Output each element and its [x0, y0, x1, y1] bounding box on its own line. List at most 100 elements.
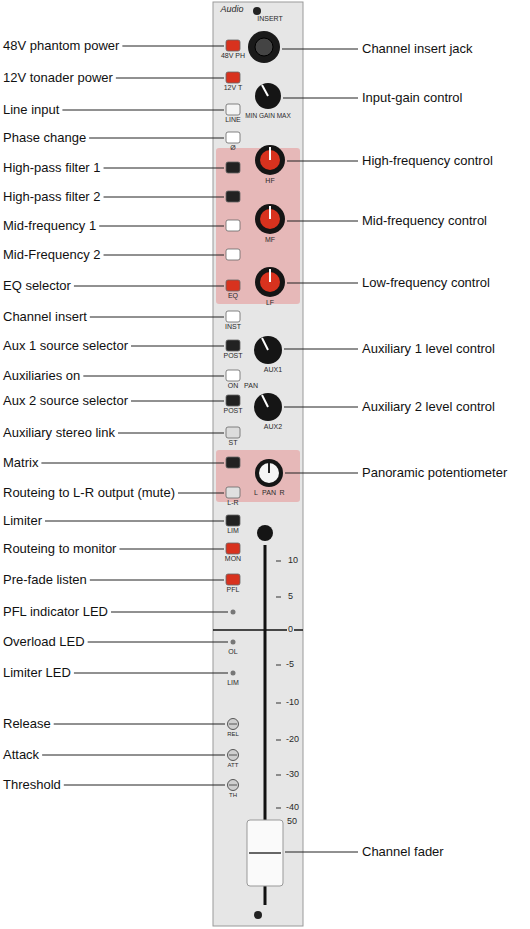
panel-marking: PAN	[262, 489, 276, 497]
leader-line	[287, 221, 358, 222]
eq-section	[216, 148, 300, 304]
panel-marking: MF	[265, 236, 275, 244]
panel-marking: LIM	[227, 527, 239, 535]
panel-marking: HF	[265, 177, 274, 185]
callout-label: Auxiliary stereo link	[3, 426, 115, 440]
panel-marking: R	[279, 489, 284, 497]
pan-section	[216, 450, 300, 502]
panel-marking: Audio	[220, 5, 243, 15]
fader	[247, 525, 283, 905]
callout-label: High-pass filter 2	[3, 190, 101, 204]
callout-label: Pre-fade listen	[3, 573, 87, 587]
callout-label: Routeing to monitor	[3, 542, 116, 556]
leader-line	[54, 724, 225, 725]
callout-label: Channel insert jack	[362, 42, 473, 56]
leader-line	[89, 138, 224, 139]
leader-line	[104, 255, 224, 256]
gain-knob	[255, 83, 281, 109]
leader-line	[41, 463, 224, 464]
leader-line	[90, 580, 224, 581]
aux-knobs	[254, 336, 282, 421]
callout-label: Channel fader	[362, 845, 444, 859]
panel-marking: ON	[228, 382, 239, 390]
leader-line	[104, 197, 224, 198]
insert-jack-hole	[255, 38, 273, 56]
panel-marking: AUX1	[264, 366, 282, 374]
callout-label: Aux 1 source selector	[3, 339, 128, 353]
scale-number: 5	[287, 592, 294, 602]
pan-knob	[255, 459, 283, 487]
callout-label: Limiter	[3, 514, 42, 528]
leader-line	[116, 78, 224, 79]
callout-label: PFL indicator LED	[3, 605, 108, 619]
callout-label: 48V phantom power	[3, 39, 119, 53]
panel-marking: LIM	[227, 679, 239, 687]
callout-label: Routeing to L-R output (mute)	[3, 486, 175, 500]
eq-knobs	[255, 145, 285, 297]
callout-label: Release	[3, 717, 51, 731]
strip-panel	[213, 2, 303, 926]
callout-label: Line input	[3, 103, 59, 117]
panel-marking: ATT	[228, 762, 239, 769]
panel-marking: LF	[266, 299, 274, 307]
callout-label: High-pass filter 1	[3, 161, 101, 175]
panel-marking: AUX2	[264, 423, 282, 431]
panel-marking: Ø	[230, 144, 235, 152]
leader-line	[90, 317, 224, 318]
leader-line	[74, 286, 224, 287]
leader-line	[284, 407, 358, 408]
callout-label: Phase change	[3, 131, 86, 145]
panel-marking: 48V PH	[221, 52, 245, 60]
scale-number: -30	[285, 770, 300, 780]
callout-label: EQ selector	[3, 279, 71, 293]
scale-number: 10	[287, 556, 299, 566]
panel-marking: INSERT	[257, 15, 283, 23]
leader-line	[42, 755, 225, 756]
leader-line	[64, 785, 225, 786]
leader-line	[99, 226, 224, 227]
leader-line	[178, 493, 224, 494]
callout-label: Low-frequency control	[362, 276, 490, 290]
panel-marking: PAN	[244, 382, 258, 390]
scale-number: -10	[285, 698, 300, 708]
leader-line	[111, 612, 228, 613]
panel-marking: REL	[227, 731, 239, 738]
callout-label: Mid-frequency control	[362, 214, 487, 228]
leader-line	[285, 473, 358, 474]
leader-line	[45, 521, 224, 522]
scale-number: 50	[286, 817, 298, 827]
insert-jack	[248, 31, 280, 63]
leader-line	[284, 349, 358, 350]
callout-label: Mid-frequency 1	[3, 219, 96, 233]
callout-label: Auxiliaries on	[3, 369, 80, 383]
callout-label: Auxiliary 2 level control	[362, 400, 495, 414]
panel-marking: L	[254, 489, 258, 497]
leader-line	[62, 110, 224, 111]
panel-marking: TH	[229, 792, 237, 799]
scale-number: 0	[287, 625, 294, 635]
trim-pots	[228, 719, 239, 791]
panel-marking: MIN GAIN MAX	[245, 112, 291, 119]
leader-line	[88, 642, 228, 643]
callout-label: Input-gain control	[362, 91, 462, 105]
callout-label: Panoramic potentiometer	[362, 466, 507, 480]
panel-marking: LINE	[225, 116, 241, 124]
screw	[254, 911, 262, 919]
screw	[253, 7, 261, 15]
panel-marking: 12V T	[224, 84, 243, 92]
scale-number: -5	[285, 660, 295, 670]
panel-marking: POST	[223, 407, 242, 415]
leader-line	[74, 673, 228, 674]
callout-label: Channel insert	[3, 310, 87, 324]
leader-line	[118, 433, 224, 434]
leader-line	[283, 98, 358, 99]
callout-label: Mid-Frequency 2	[3, 248, 101, 262]
callout-label: High-frequency control	[362, 154, 493, 168]
callout-label: Overload LED	[3, 635, 85, 649]
leds	[231, 610, 236, 676]
leader-line	[287, 283, 358, 284]
scale-number: -40	[285, 803, 300, 813]
leader-line	[285, 852, 358, 853]
panel-marking: OL	[228, 648, 237, 656]
